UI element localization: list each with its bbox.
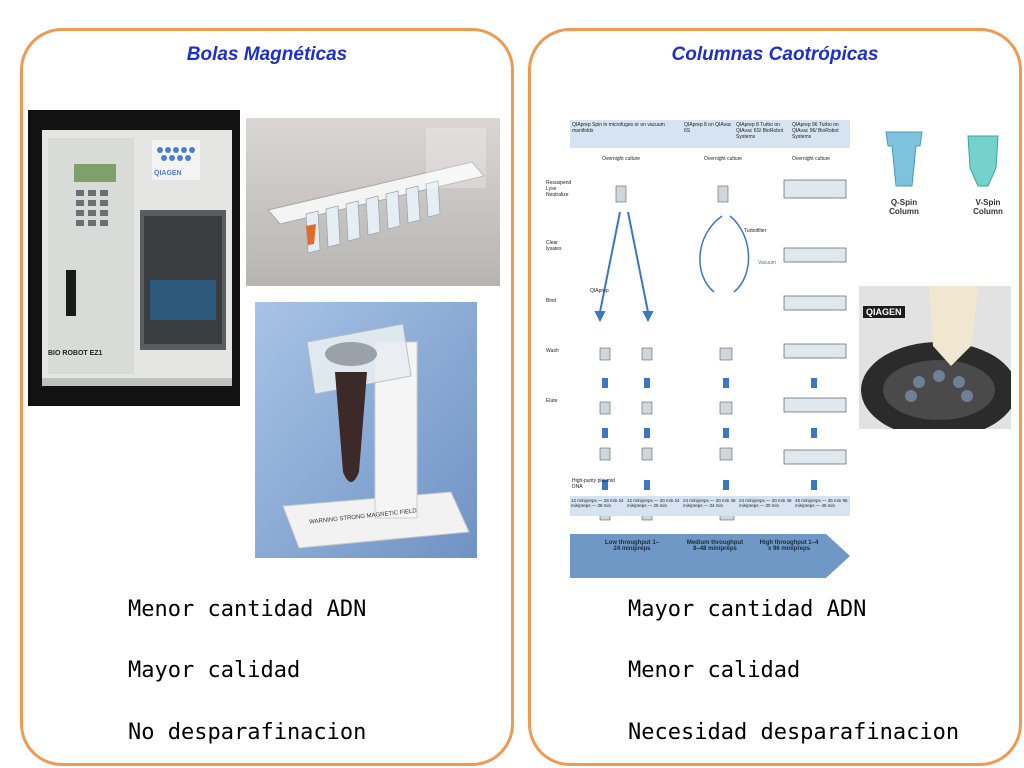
centrifuge-brand-label: QIAGEN	[863, 306, 905, 318]
flow-step-bind: Bind	[546, 298, 557, 304]
throughput-low: Low throughput 1–24 minipreps	[605, 540, 659, 552]
left-statement-1: Menor cantidad ADN	[128, 597, 367, 622]
qiaprep-workflow-diagram: QIAprep Spin in microfuges or on vacuum …	[544, 116, 856, 586]
flow-time-5: 48 minipreps — 35 min 96 minipreps — 45 …	[795, 498, 848, 508]
flow-step-wash: Wash	[546, 348, 559, 354]
flow-header-qiaprep96: QIAprep 96 Turbo on QIAvac 96/ BioRobot …	[792, 122, 839, 140]
robot-model-label: BIO ROBOT EZ1	[48, 350, 103, 357]
panel-title-chaotropic-columns: Columnas Caotrópicas	[671, 44, 879, 65]
flow-header-qiaprep8-turbo: QIAprep 8 Turbo on QIAvac 6S/ BioRobot S…	[736, 122, 784, 140]
v-spin-column-label: V-Spin Column	[973, 198, 1003, 216]
spin-columns-illustration: Q-Spin Column V-Spin Column	[876, 128, 1016, 224]
flow-vacuum-label: Vacuum	[758, 260, 776, 266]
flow-time-4: 24 minipreps — 20 min 48 minipreps — 30 …	[739, 498, 792, 508]
right-statement-2: Menor calidad	[628, 658, 801, 683]
throughput-medium: Medium throughput 8–48 minipreps	[686, 540, 744, 552]
flow-header-qiaprep8: QIAprep 8 on QIAvac 6S	[684, 122, 732, 134]
flow-product-label: High-purity plasmid DNA	[572, 478, 615, 490]
biorobot-photo: QIAGEN BIO ROBOT EZ1	[28, 110, 240, 406]
flow-step-elute: Elute	[546, 398, 558, 404]
right-statement-3: Necesidad desparafinacion	[628, 720, 960, 745]
q-spin-column-label: Q-Spin Column	[889, 198, 919, 216]
centrifuge-photo: QIAGEN	[859, 286, 1011, 429]
flow-time-1: 12 minipreps — 28 min 24 minipreps — 38 …	[571, 498, 624, 508]
flow-time-3: 24 minipreps — 20 min 48 minipreps — 34 …	[683, 498, 736, 508]
left-statement-2: Mayor calidad	[128, 658, 301, 683]
panel-title-magnetic-beads: Bolas Magnéticas	[186, 44, 348, 65]
flow-qiaprep-label: QIAprep	[590, 288, 609, 294]
flow-step-resuspend: Resuspend Lyse Neutralize	[546, 180, 572, 198]
flow-header-spin: QIAprep Spin in microfuges or on vacuum …	[572, 122, 665, 134]
robot-brand-label: QIAGEN	[154, 170, 182, 177]
flow-time-2: 12 minipreps — 20 min 24 minipreps — 25 …	[627, 498, 680, 508]
right-statement-1: Mayor cantidad ADN	[628, 597, 867, 622]
reagent-cartridge-photo	[246, 118, 500, 286]
flow-step-clear: Clear lysates	[546, 240, 562, 252]
left-statement-3: No desparafinacion	[128, 720, 367, 745]
throughput-high: High throughput 1–4 x 96 minipreps	[759, 540, 819, 552]
flow-top-label-3: Overnight culture	[792, 156, 831, 162]
flow-top-label-1: Overnight culture	[602, 156, 641, 162]
flow-top-label-2: Overnight culture	[704, 156, 743, 162]
magnetic-stand-photo: WARNING STRONG MAGNETIC FIELD	[255, 302, 477, 558]
flow-turbofilter-label: Turbofilter	[744, 228, 767, 234]
